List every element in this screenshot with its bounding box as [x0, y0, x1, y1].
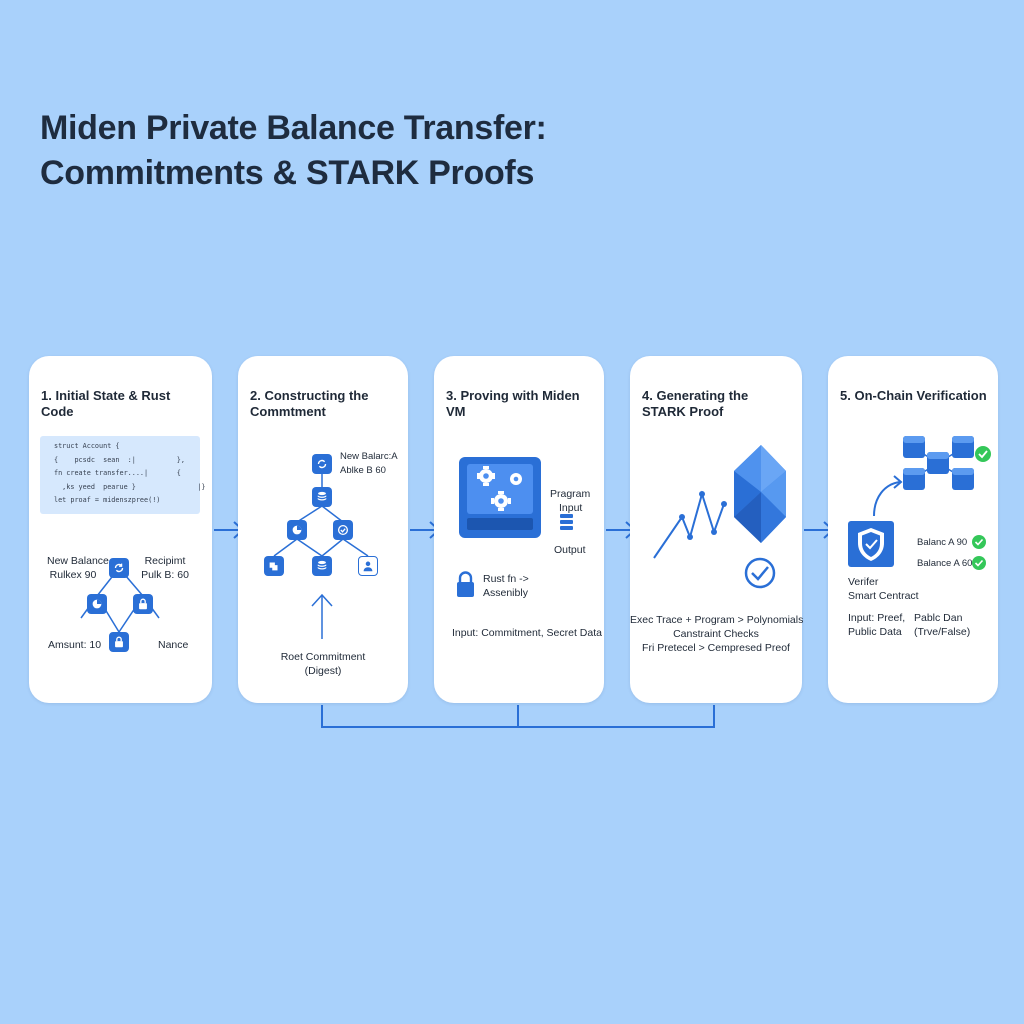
checkmark-circle-icon [744, 557, 776, 589]
merkle-tree-diagram [273, 474, 369, 639]
chart-icon [87, 594, 107, 614]
verifier-output-line-1: Pablc Dan [914, 612, 963, 624]
title-line-1: Miden Private Balance Transfer: [40, 109, 547, 147]
curved-arrow-icon [873, 475, 903, 517]
recycle-icon [312, 454, 332, 474]
fri-protocol-label: Fri Pretecel > Cempresed Preof [642, 642, 790, 654]
recycle-icon [109, 558, 129, 578]
crystal-icon [734, 445, 786, 543]
recipient-label: Recipimt Pulk B: 60 [139, 554, 191, 582]
verifier-label: Verifer Smart Centract [848, 575, 919, 603]
new-balance-label: New Balance Rulkex 90 [47, 554, 109, 582]
step-card-1: 1. Initial State & Rust Code struct Acco… [29, 356, 212, 703]
page-title: Miden Private Balance Transfer: Commitme… [40, 106, 547, 196]
step-title-4: 4. Generating the STARK Proof [642, 388, 749, 419]
rust-code-block: struct Account { { pcsdc sean :| }, fn c… [40, 436, 205, 514]
database-icon [312, 556, 332, 576]
exec-trace-label: Exec Trace + Program > Polynomials [630, 614, 804, 626]
step-title-5: 5. On-Chain Verification [840, 388, 987, 403]
step-card-2: 2. Constructing the Commtment New Bal [238, 356, 408, 703]
verifier-line-1: Verifer [848, 576, 879, 588]
stark-proof-graphic [653, 445, 786, 589]
output-label: Output [554, 544, 586, 556]
rust-label-line-2: Assenibly [483, 587, 528, 599]
step-card-5: 5. On-Chain Verification [828, 356, 998, 703]
amount-label: Amsunt: 10 [48, 639, 102, 651]
step-card-3: 3. Proving with Miden VM [434, 356, 604, 703]
root-commitment-line-2: (Digest) [304, 665, 342, 677]
code-line: let proaf = midenszpree(!) [54, 496, 161, 504]
database-icon [312, 487, 332, 507]
step-title-1: 1. Initial State & Rust Code [41, 388, 171, 419]
recipient-value: Pulk B: 60 [141, 569, 189, 581]
code-line: fn create transfer....| { [54, 469, 181, 477]
new-balance-value: Rulkex 90 [49, 569, 97, 581]
input-commitment-label: Input: Commitment, Secret Data [452, 627, 602, 639]
check-shield-icon [333, 520, 353, 540]
verifier-output-label: Pablc Dan (Trve/False) [914, 611, 970, 639]
new-balance-text: New Balance [47, 555, 109, 567]
lock-icon [109, 632, 129, 652]
step-card-4: 4. Generating the STARK Proof Exec Trace… [630, 356, 804, 703]
lock-icon [133, 594, 153, 614]
input-label: Input [559, 502, 583, 514]
miden-vm-machine [457, 457, 573, 597]
stack-icon [560, 514, 573, 530]
bottom-bracket [321, 705, 715, 728]
nonce-label: Nance [158, 639, 189, 651]
recipient-text: Recipimt [144, 555, 186, 567]
leaf-label: New Balarc:A Ablke B 60 [340, 450, 398, 478]
verifier-line-2: Smart Centract [848, 590, 919, 602]
padlock-icon [457, 571, 474, 597]
check-badge-icon [972, 535, 986, 570]
verifier-output-line-2: (Trve/False) [914, 626, 971, 638]
code-line: struct Account { [54, 442, 120, 450]
code-line: { pcsdc sean :| }, [54, 455, 185, 464]
polynomial-trace-icon [653, 490, 727, 559]
constraint-checks-label: Canstraint Checks [673, 628, 759, 640]
leaf-label-line-2: Ablke B 60 [340, 465, 386, 476]
balance-a-label: Balanc A 90 [917, 537, 968, 548]
step-title-2: 2. Constructing the Commtment [250, 388, 369, 419]
program-label: Pragram [550, 488, 591, 500]
root-commitment-label: Roet Commitment (Digest) [258, 650, 388, 678]
leaf-label-line-1: New Balarc:A [340, 451, 398, 462]
user-icon [358, 556, 378, 576]
balance-b-label: Balance A 60 [917, 558, 973, 569]
chart-icon [287, 520, 307, 540]
step-title-3: 3. Proving with Miden VM [446, 388, 580, 419]
shield-icon [848, 521, 894, 567]
verifier-input-line-1: Input: Preef, [848, 612, 906, 624]
puzzle-icon [264, 556, 284, 576]
verifier-input-line-2: Public Data [848, 626, 902, 638]
check-badge-icon [975, 446, 991, 462]
blockchain-verification-graphic [848, 436, 991, 570]
rust-assembly-label: Rust fn -> Assenibly [483, 572, 529, 600]
root-commitment-line-1: Roet Commitment [280, 651, 366, 663]
verifier-input-label: Input: Preef, Public Data [848, 611, 905, 639]
rust-label-line-1: Rust fn -> [483, 573, 529, 585]
title-line-2: Commitments & STARK Proofs [40, 154, 535, 192]
